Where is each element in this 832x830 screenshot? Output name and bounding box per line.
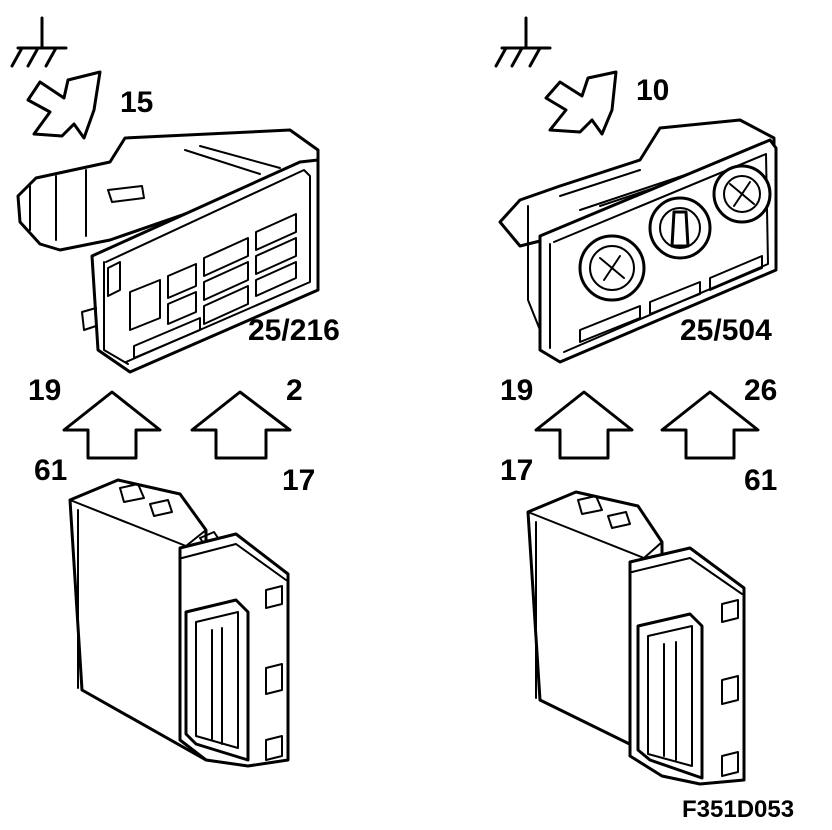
pointer-arrow-right [544, 70, 618, 136]
connector-arrow-right-a [534, 390, 634, 460]
ground-symbol-left [10, 16, 68, 68]
pointer-arrow-left [26, 70, 102, 140]
connector-arrow-left-b [190, 390, 292, 460]
pin-label-left-top-right: 2 [286, 374, 303, 407]
pin-label-left-bottom-left: 61 [34, 454, 68, 487]
pin-label-right-bottom-right: 61 [744, 464, 778, 497]
ground-ref-left: 15 [120, 86, 154, 119]
pin-label-right-top-right: 26 [744, 374, 778, 407]
panel-id-left: 25/216 [248, 314, 340, 347]
ground-ref-right: 10 [636, 74, 670, 107]
pin-label-left-top-left: 19 [28, 374, 62, 407]
control-module-left [68, 478, 290, 768]
connector-arrow-right-b [660, 390, 760, 460]
panel-id-right: 25/504 [680, 314, 772, 347]
control-panel-right [498, 118, 778, 364]
figure-code: F351D053 [682, 796, 795, 823]
control-module-right [526, 490, 746, 786]
pin-label-left-bottom-right: 17 [282, 464, 316, 497]
ground-symbol-right [494, 16, 552, 68]
pin-label-right-top-left: 19 [500, 374, 534, 407]
connector-arrow-left-a [62, 390, 162, 460]
control-panel-left [16, 128, 320, 374]
pin-label-right-bottom-left: 17 [500, 454, 534, 487]
